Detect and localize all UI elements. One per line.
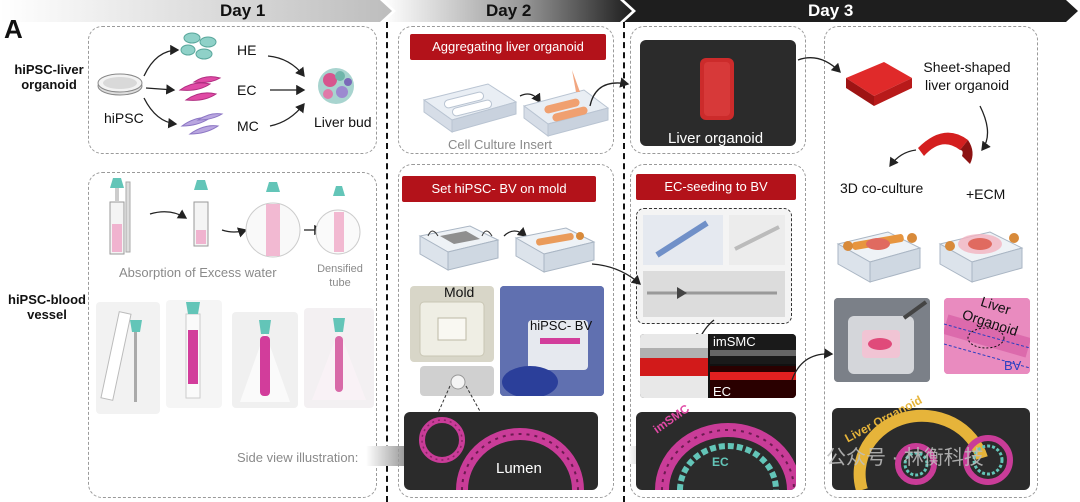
arrow-to-sheet [797, 57, 841, 73]
mold-illustration [418, 225, 596, 273]
organoid-ring-illustration [832, 408, 1030, 490]
mold-label: Mold [444, 284, 475, 300]
bv-closeup-photo [420, 366, 494, 396]
culture-insert-illustration [422, 70, 610, 137]
vessel-ring-illustration [636, 412, 796, 490]
day2-liver-box [398, 26, 614, 154]
mold-photo [410, 286, 494, 362]
liver-organoid-label: Liver organoid [668, 130, 764, 147]
ec-photo-label: EC [713, 384, 732, 399]
arrow-day2-to-day3 [589, 77, 630, 107]
day1-liver-schematic [97, 32, 354, 135]
syringe-icon [109, 178, 131, 255]
day-3-label: Day 3 [808, 1, 854, 20]
liver-bud-label: Liver bud [314, 114, 372, 130]
liver-organoid-photo [640, 40, 796, 146]
day1-vessel-box [88, 172, 377, 498]
day-1-label: Day 1 [220, 1, 266, 20]
syringe-photo-1 [96, 302, 160, 414]
vessel-photo-3 [232, 312, 298, 408]
day1-vessel-schematic [109, 178, 361, 258]
liver-bud-icon [318, 68, 354, 104]
cell-mc-label: MC [237, 118, 259, 134]
coculture-photo [834, 298, 930, 382]
fluorescence-photo [640, 334, 796, 398]
side-view-label: Side view illustration: [237, 450, 359, 465]
densified-tube-label: Densified tube [317, 263, 363, 289]
hipsc-bv-photo [500, 286, 604, 396]
day2-vessel-box [398, 164, 614, 498]
day2-day3-separator [623, 22, 625, 502]
panel-letter: A [4, 14, 23, 44]
row-label-liver: hiPSC-liver organoid [14, 62, 84, 92]
imsmc-photo-label: imSMC [713, 334, 756, 349]
day-timeline-banner [0, 0, 1078, 22]
cell-he-label: HE [237, 42, 257, 58]
folded-sheet-illustration [889, 105, 991, 168]
syringe-photo-2 [166, 300, 222, 408]
ec-seeding-photo-group [636, 208, 792, 324]
set-bv-banner: Set hiPSC- BV on mold [402, 176, 596, 202]
row-label-vessel: hiPSC-blood vessel [8, 292, 86, 322]
cell-ec-label: EC [237, 82, 257, 98]
lumen-label: Lumen [496, 460, 542, 477]
absorption-label: Absorption of Excess water [119, 265, 277, 280]
sheet-organoid-illustration [846, 62, 912, 106]
day3-seeding-box [630, 164, 806, 498]
ec-seeding-banner: EC-seeding to BV [636, 174, 796, 200]
sheet-organoid-label: Sheet-shaped liver organoid [923, 59, 1011, 93]
vessel-photo-4 [304, 308, 374, 408]
syringe-compressed-icon [193, 180, 209, 247]
aggregating-banner: Aggregating liver organoid [410, 34, 606, 60]
hipsc-bv-label: hiPSC- BV [530, 318, 593, 333]
petri-dish-icon [97, 73, 143, 96]
arrow-to-fluorescence [591, 263, 641, 285]
day3-organoid-box [630, 26, 806, 154]
day3-coculture-box [824, 26, 1038, 498]
ring-ec-label: EC [712, 455, 729, 469]
arrow-to-photo [791, 348, 834, 381]
day1-liver-box [88, 26, 377, 154]
watermark: 公众号 · 林衡科技 [826, 447, 984, 469]
coculture-label: 3D co-culture [840, 180, 924, 196]
bv-photo-label: BV [1004, 358, 1022, 373]
lumen-illustration [404, 412, 598, 490]
day1-day2-separator [386, 22, 388, 502]
liver-organoid-bv-photo [944, 298, 1030, 374]
ecm-label: +ECM [966, 186, 1006, 202]
coculture-molds-illustration [836, 231, 1024, 283]
cell-culture-insert-label: Cell Culture Insert [448, 137, 553, 152]
day-2-label: Day 2 [486, 1, 532, 20]
hipsc-label: hiPSC [104, 110, 144, 126]
